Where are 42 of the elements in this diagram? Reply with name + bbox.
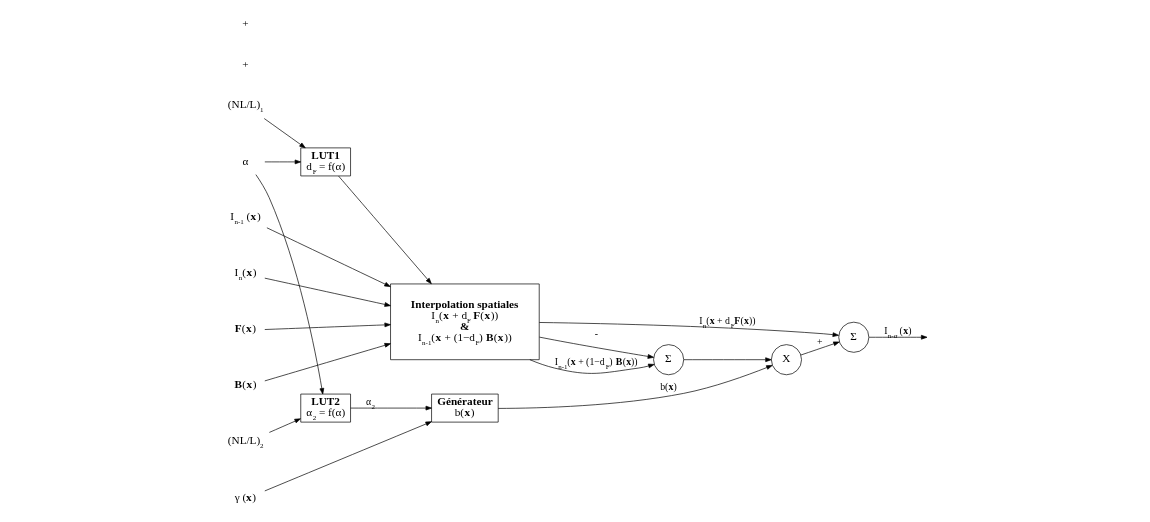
node-text: I$_{n}$(x) — [234, 265, 257, 282]
node-text: (NL/L)$_{1}$ — [227, 97, 264, 114]
edge-label: I$_{n}$(x + d$_{F}$F(x)) — [699, 314, 756, 330]
arrow — [338, 175, 432, 284]
arrow — [255, 173, 325, 394]
node-box: Interpolation spatiales I$_{n}$(x + d$_{F}$ F(x)) & I$_{n-1}$(x + (1−d$_{F}$) B(x)) — [390, 283, 540, 360]
arrow — [539, 321, 839, 337]
arrow — [497, 364, 773, 409]
arrow — [264, 159, 302, 164]
edge-label: I$_{n-1}$(x + (1−d$_{F}$) B(x)) — [554, 355, 638, 371]
label: + — [242, 57, 249, 70]
node-circle: Σ — [838, 321, 870, 353]
arrow — [868, 334, 928, 340]
edge-label: + — [816, 335, 823, 347]
arrow — [529, 358, 655, 374]
node-text: B(x) — [234, 377, 257, 390]
arrow — [683, 356, 772, 362]
arrow — [264, 342, 391, 381]
edge-label: b(x) — [660, 380, 677, 392]
node-box: Générateur b(x) — [431, 393, 499, 422]
arrow — [266, 226, 391, 287]
node-circle: X — [771, 343, 802, 375]
edge-label: α$_{2}$ — [365, 395, 376, 411]
arrow — [800, 341, 840, 355]
arrow — [264, 322, 391, 330]
arrow — [263, 117, 306, 148]
arrow — [264, 277, 391, 307]
arrow — [264, 420, 432, 491]
node-text: I$_{n-1}$ (x) — [230, 209, 261, 226]
node-box: LUT1 d$_{F}$ = f(α) — [300, 147, 351, 176]
label: + — [242, 16, 249, 29]
node-text: (NL/L)$_{2}$ — [227, 433, 264, 450]
edge-label: I$_{n-α}$ (x) — [884, 324, 912, 340]
node-text: F(x) — [234, 321, 257, 334]
node-text: α — [242, 154, 249, 167]
node-circle: Σ — [653, 343, 685, 375]
arrow — [350, 405, 432, 410]
arrow — [268, 417, 301, 433]
node-box: LUT2 α$_{2}$ = f(α) — [300, 393, 351, 422]
node-text: γ (x) — [234, 490, 257, 503]
edge-label: - — [594, 327, 598, 339]
arrow — [539, 336, 654, 359]
